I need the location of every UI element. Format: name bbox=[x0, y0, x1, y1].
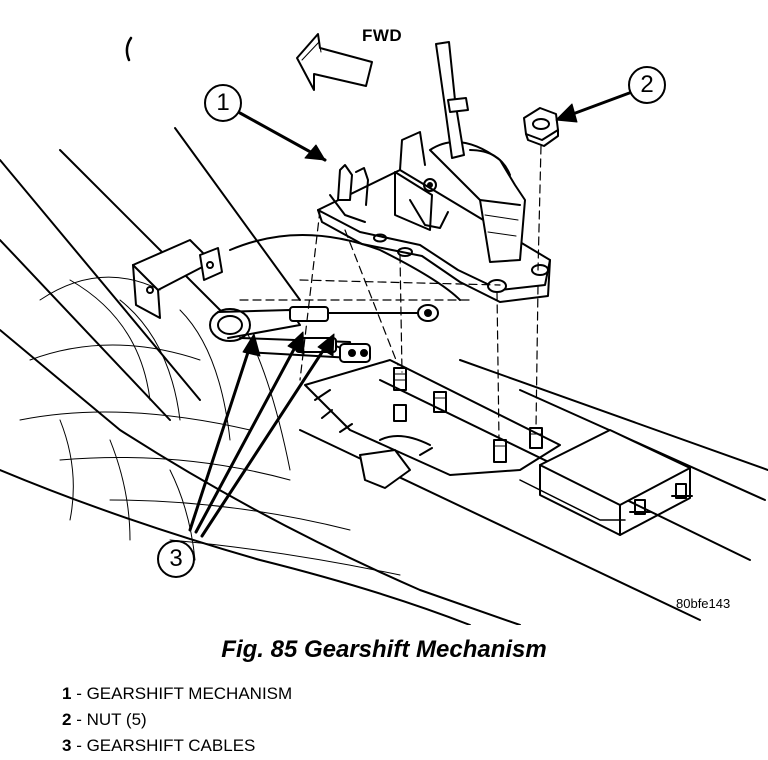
leader-arrows bbox=[188, 90, 634, 538]
gearshift-diagram bbox=[0, 33, 768, 625]
legend-separator: - bbox=[71, 710, 87, 729]
gearshift-cables bbox=[209, 304, 439, 363]
gearshift-mechanism bbox=[317, 41, 551, 303]
legend-text: GEARSHIFT CABLES bbox=[86, 736, 256, 755]
legend-item: 1 - GEARSHIFT MECHANISM bbox=[62, 681, 292, 707]
floor-contours bbox=[19, 276, 401, 576]
legend-text: NUT (5) bbox=[86, 710, 147, 729]
mounting-studs bbox=[393, 367, 543, 463]
stray-mark bbox=[125, 36, 133, 62]
fwd-arrow bbox=[296, 33, 373, 91]
legend-number: 1 bbox=[62, 684, 72, 703]
image-code: 80bfe143 bbox=[676, 596, 731, 611]
legend-separator: - bbox=[71, 684, 87, 703]
console-bracket bbox=[132, 239, 223, 319]
legend-number: 2 bbox=[62, 710, 72, 729]
alignment-lines bbox=[239, 145, 542, 441]
floor-plate bbox=[304, 359, 561, 489]
figure-caption: Fig. 85 Gearshift Mechanism bbox=[221, 636, 547, 663]
fwd-direction-label: FWD bbox=[362, 26, 403, 45]
legend-text: GEARSHIFT MECHANISM bbox=[86, 684, 293, 703]
legend-item: 2 - NUT (5) bbox=[62, 707, 292, 733]
callout-3: 3 bbox=[157, 540, 195, 578]
callout-2: 2 bbox=[628, 66, 666, 104]
control-module bbox=[519, 429, 693, 536]
legend-number: 3 bbox=[62, 736, 72, 755]
callout-1: 1 bbox=[204, 84, 242, 122]
nut bbox=[523, 107, 559, 147]
parts-legend: 1 - GEARSHIFT MECHANISM 2 - NUT (5) 3 - … bbox=[62, 681, 292, 759]
legend-item: 3 - GEARSHIFT CABLES bbox=[62, 733, 292, 759]
legend-separator: - bbox=[71, 736, 87, 755]
